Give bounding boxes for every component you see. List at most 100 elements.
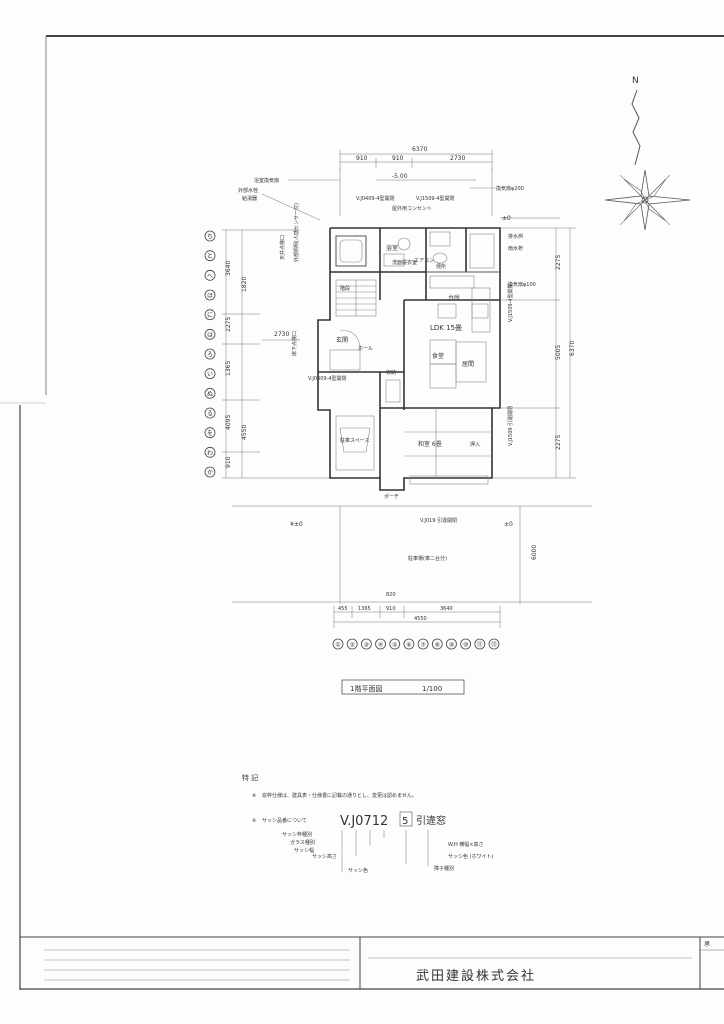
svg-text:ろ: ろ xyxy=(207,352,213,359)
room-washroom: 洗面脱衣室 xyxy=(392,259,417,266)
label-vent-bath: 浴室換気扇 xyxy=(254,177,279,184)
svg-text:を: を xyxy=(207,430,213,437)
callout-1: 外部水栓 xyxy=(238,187,258,194)
axis-letter-bubble: ち xyxy=(204,230,216,242)
callout-3: 屋外用コンセント xyxy=(392,205,432,212)
dim-top-offset: -5.00 xyxy=(392,173,408,180)
callout-9: エアコン xyxy=(414,258,434,264)
stairs xyxy=(335,279,377,317)
note-2-mark: ※ xyxy=(252,818,256,824)
legend-2: ガラス種別 xyxy=(290,839,315,846)
svg-text:⑫: ⑫ xyxy=(491,641,497,649)
dim-bottom-a: 1365 xyxy=(358,606,371,612)
legend-6: 障子種別 xyxy=(434,865,454,872)
room-living: 居間 xyxy=(462,361,474,368)
label-window-bottom: V.J019 引違開閉 xyxy=(420,517,457,524)
axis-letter-bubble: へ xyxy=(204,269,216,281)
axis-number-bubble: ① xyxy=(332,638,344,650)
title-block: 承 武田建設株式会社 xyxy=(20,936,724,989)
note-1-mark: ※ xyxy=(252,793,256,799)
callout-6: 天井点検口 xyxy=(279,235,286,260)
dim-lower-mark: 820 xyxy=(386,592,396,598)
svg-text:⑧: ⑧ xyxy=(435,642,440,649)
axis-number-bubble: ⑧ xyxy=(431,638,443,650)
dim-gl-left: ¥±0 xyxy=(290,521,303,528)
axis-number-bubble: ⑥ xyxy=(403,638,415,650)
axis-number-bubble: ⑤ xyxy=(389,638,401,650)
axis-number-bubble: ④ xyxy=(375,638,386,650)
svg-text:②: ② xyxy=(349,642,355,649)
svg-text:①: ① xyxy=(335,642,340,649)
svg-text:⑪: ⑪ xyxy=(477,641,483,649)
notes-right-a: W.H 横幅×高さ xyxy=(448,841,484,848)
label-window-mid-left: V.J0409-4型開閉 xyxy=(308,375,347,382)
dim-right-a: 2275 xyxy=(555,255,562,270)
room-japanese: 和室 6畳 xyxy=(418,440,442,448)
axis-letter-bubble: い xyxy=(204,368,216,380)
room-stairs: 階段 xyxy=(340,285,350,292)
label-window-right-b: V.J1509 引違開閉 xyxy=(507,406,514,446)
north-arrow: N xyxy=(604,76,691,231)
dim-gl-top: ±0 xyxy=(502,215,511,222)
axis-letter-bubble: を xyxy=(204,427,216,439)
drawing-scale: 1/100 xyxy=(422,685,442,693)
axis-number-bubble: ⑫ xyxy=(488,638,500,650)
axis-number-bubble: ② xyxy=(346,638,358,650)
legend-1: サッシ枠種別 xyxy=(282,831,312,838)
axis-letter-bubble: か xyxy=(204,466,216,478)
svg-text:⑩: ⑩ xyxy=(463,642,468,649)
room-wc: 便所 xyxy=(436,263,446,270)
dim-left-e: 1820 xyxy=(241,277,248,292)
company-name: 武田建設株式会社 xyxy=(416,968,536,984)
dim-yard-depth: 6000 xyxy=(531,545,538,560)
svg-text:⑨: ⑨ xyxy=(449,642,454,649)
bottom-dimensions: 455 1365 910 3640 4550 xyxy=(333,606,501,628)
sheet-border xyxy=(0,35,724,990)
room-storage: 収納 xyxy=(386,369,396,376)
callout-5: 雨水枡 xyxy=(508,245,523,252)
label-window-top-mid: V.J1509-4型開閉 xyxy=(416,195,455,202)
axis-letter-bubble: わ xyxy=(204,446,216,458)
dim-right-total: 6370 xyxy=(569,341,576,356)
label-vent-right-top: 換気扇φ200 xyxy=(496,185,524,192)
dim-bottom-left: 455 xyxy=(338,606,348,612)
svg-text:③: ③ xyxy=(364,642,369,649)
axis-letter-bubble: は xyxy=(204,328,216,340)
floor-plan: 浴室 洗面脱衣室 便所 台所 LDK 15畳 食堂 居間 階段 玄関 ホール 収… xyxy=(317,227,501,500)
callout-7: 床下点検口 xyxy=(291,331,298,356)
svg-text:ほ: ほ xyxy=(207,293,213,300)
svg-text:に: に xyxy=(207,312,213,319)
svg-text:い: い xyxy=(207,371,213,378)
callout-8: 外部照明(人感センサー付) xyxy=(293,203,300,262)
plan-callouts: V.J0409-4型開閉 V.J1509-4型開閉 V.J0409-4型開閉 V… xyxy=(238,177,536,524)
top-dimensions: 6370 910 910 2730 -5.00 xyxy=(339,146,493,216)
dim-bottom-c: 3640 xyxy=(440,606,453,612)
legend-4: サッシ高さ xyxy=(312,853,337,860)
axis-letter-bubble: に xyxy=(204,309,216,321)
room-closet: 押入 xyxy=(470,441,480,448)
callout-4: 排水桝 xyxy=(508,233,523,240)
legend-3: サッシ幅 xyxy=(294,847,314,854)
axis-letter-bubble: ほ xyxy=(204,289,216,301)
right-dimensions: ±0 2275 5005 2275 6370 xyxy=(492,215,576,479)
room-garage: 駐車スペース xyxy=(340,437,369,444)
axis-letter-bubble: ぬ xyxy=(204,387,216,399)
dim-left-b: 2275 xyxy=(225,317,232,332)
room-hall: ホール xyxy=(358,346,373,352)
dim-left-d: 4095 xyxy=(225,415,232,430)
axis-number-bubble: ⑩ xyxy=(460,638,472,650)
dim-left-a: 3640 xyxy=(225,261,232,276)
room-kitchen: 台所 xyxy=(448,294,460,302)
notes-right-b: サッシ色 (ホワイト) xyxy=(448,853,494,860)
sash-code-suffix: 5 xyxy=(402,816,408,827)
room-ldk: LDK 15畳 xyxy=(430,324,462,332)
room-porch: ポーチ xyxy=(384,493,399,500)
svg-text:か: か xyxy=(207,470,213,477)
dim-bottom-b: 910 xyxy=(386,606,396,612)
dim-left-mid: 2730 xyxy=(274,331,289,338)
axis-letter-bubble: と xyxy=(204,250,216,262)
dim-left-c: 1365 xyxy=(225,361,232,376)
dim-gl-right: ±0 xyxy=(504,521,513,528)
axis-letter-bubble: ろ xyxy=(204,348,216,360)
